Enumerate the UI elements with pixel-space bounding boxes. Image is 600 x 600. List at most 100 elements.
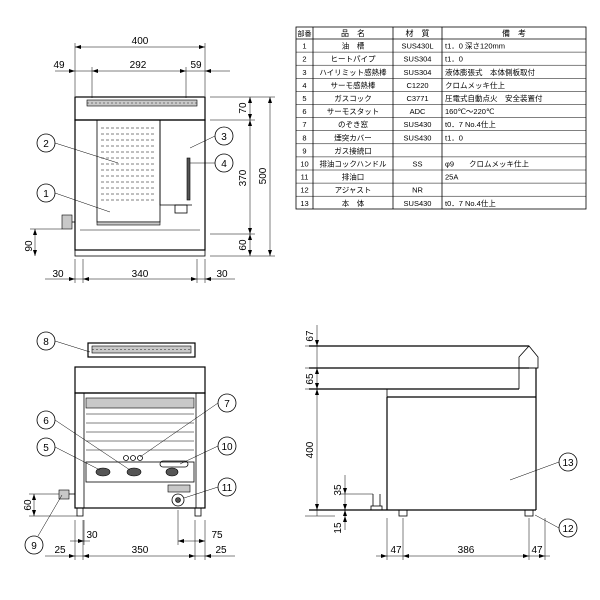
table-cell-name: サーモ感熱棒 — [331, 80, 376, 90]
callout-13-label: 13 — [562, 458, 574, 469]
callout-8 — [36, 331, 56, 351]
table-cell-no: 9 — [302, 146, 306, 155]
table-cell-no: 1 — [302, 42, 306, 51]
dim-side-middle: 386 — [458, 545, 475, 556]
table-cell-material: NR — [412, 186, 423, 195]
rear-view: 60 30 75 25 350 25 8 6 5 — [23, 331, 237, 560]
table-header-remarks: 備 考 — [502, 28, 526, 38]
table-cell-remarks: クロムメッキ仕上 — [445, 80, 505, 90]
dim-rear-right: 25 — [215, 545, 227, 556]
callout-7 — [217, 393, 237, 413]
table-cell-no: 8 — [302, 133, 306, 142]
table-cell-no: 12 — [300, 186, 308, 195]
table-cell-material: SUS430 — [404, 133, 432, 142]
table-cell-name: アジャスト — [335, 186, 372, 195]
table-cell-no: 11 — [301, 173, 309, 182]
front-view: 400 49 292 59 — [24, 36, 275, 283]
table-cell-name: のぞき窓 — [338, 119, 368, 129]
table-cell-name: 油 槽 — [342, 41, 365, 51]
dim-front-top-part: 70 — [238, 102, 249, 114]
parts-table: 部番 品 名 材 質 備 考 1 油 槽 SUS430L t1．0 深さ120mm 2 ヒ… — [295, 26, 587, 210]
dim-rear-right-offset: 75 — [211, 530, 223, 541]
table-cell-no: 10 — [300, 160, 308, 169]
dim-front-total-height: 500 — [258, 167, 269, 184]
dim-side-foot: 15 — [333, 522, 344, 534]
callout-5 — [36, 437, 56, 457]
dim-side-top2: 65 — [305, 373, 316, 385]
table-cell-remarks: 160℃〜220℃ — [445, 107, 495, 116]
callout-4-label: 4 — [221, 159, 227, 170]
callout-3 — [214, 126, 234, 146]
callout-5-label: 5 — [43, 443, 49, 454]
table-cell-no: 3 — [302, 68, 306, 77]
table-cell-no: 6 — [302, 107, 306, 116]
dim-front-bottom-part: 60 — [238, 239, 249, 251]
table-cell-material: ADC — [410, 107, 426, 116]
dim-front-left: 49 — [53, 60, 65, 71]
callout-9-label: 9 — [31, 541, 37, 552]
table-cell-no: 2 — [302, 55, 306, 64]
table-cell-remarks: t0．7 No.4仕上 — [445, 119, 496, 129]
dim-side-body: 400 — [305, 441, 316, 458]
callout-6 — [36, 410, 56, 430]
callout-8-label: 8 — [43, 337, 49, 348]
table-cell-material: C1220 — [406, 81, 428, 90]
dim-side-top: 67 — [305, 330, 316, 342]
callout-9 — [24, 535, 44, 555]
table-cell-name: サーモスタット — [327, 107, 380, 116]
callout-10-label: 10 — [221, 442, 233, 453]
table-cell-material: SUS430L — [401, 42, 433, 51]
dim-front-base-middle: 340 — [132, 269, 149, 280]
table-cell-material: SUS304 — [404, 55, 432, 64]
callout-12 — [558, 518, 578, 538]
table-cell-no: 13 — [300, 199, 308, 208]
callout-3-label: 3 — [221, 132, 227, 143]
table-header-name: 品 名 — [341, 28, 365, 38]
table-cell-remarks: t1．0 深さ120mm — [445, 42, 505, 51]
dim-front-width: 400 — [132, 36, 149, 47]
callout-1 — [36, 183, 56, 203]
table-cell-name: ハイリミット感熱棒 — [319, 67, 387, 77]
table-cell-name: 煙突カバー — [334, 132, 372, 142]
table-cell-material: SUS430 — [404, 120, 432, 129]
dim-front-base-right: 30 — [216, 269, 228, 280]
dim-rear-gas-height: 60 — [23, 499, 34, 511]
table-cell-name: 排油口 — [342, 172, 365, 182]
callout-6-label: 6 — [43, 416, 49, 427]
callout-13 — [558, 452, 578, 472]
callout-12-label: 12 — [562, 524, 574, 535]
table-cell-remarks: t1．0 — [445, 133, 463, 142]
table-cell-name: ヒートパイプ — [331, 55, 376, 64]
callout-11-label: 11 — [222, 483, 233, 494]
callout-10 — [217, 436, 237, 456]
dim-front-middle: 292 — [130, 60, 147, 71]
callout-11 — [217, 477, 237, 497]
callout-2-label: 2 — [43, 139, 49, 150]
table-cell-name: 排油コックハンドル — [319, 159, 387, 169]
table-cell-remarks: φ9 クロムメッキ仕上 — [445, 159, 530, 169]
side-view: 67 65 400 35 15 47 386 47 13 12 — [305, 325, 578, 560]
table-cell-material: SUS430 — [404, 199, 432, 208]
dim-rear-offset: 30 — [86, 530, 98, 541]
callout-1-label: 1 — [43, 189, 49, 200]
table-cell-name: ガスコック — [334, 93, 372, 103]
table-cell-remarks: 圧電式自動点火 安全装置付 — [445, 93, 543, 103]
dim-front-gas-height: 90 — [24, 240, 35, 252]
dim-front-mid-part: 370 — [238, 169, 249, 186]
table-cell-material: SUS304 — [404, 68, 432, 77]
table-cell-remarks: t0．7 No.4仕上 — [445, 198, 496, 208]
table-header-material: 材 質 — [406, 28, 430, 38]
dim-front-right: 59 — [190, 60, 202, 71]
dim-side-drain: 35 — [333, 484, 344, 496]
dim-front-base-left: 30 — [52, 269, 64, 280]
dim-side-right: 47 — [531, 545, 543, 556]
dim-side-left: 47 — [390, 545, 402, 556]
table-cell-name: ガス接続口 — [334, 145, 372, 155]
table-cell-no: 4 — [302, 81, 306, 90]
table-cell-no: 5 — [302, 94, 306, 103]
table-cell-no: 7 — [302, 120, 306, 129]
table-header-no: 部番 — [298, 29, 312, 38]
table-cell-name: 本 体 — [342, 198, 365, 208]
table-cell-remarks: t1．0 — [445, 55, 463, 64]
